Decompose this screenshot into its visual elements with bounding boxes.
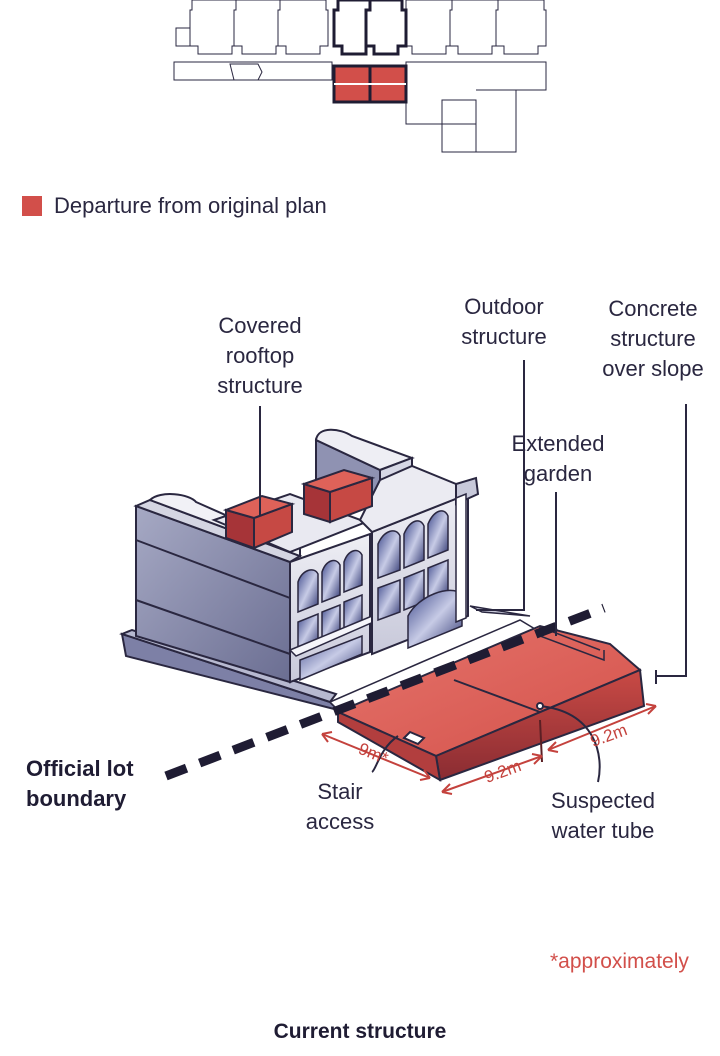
red-extension — [335, 624, 646, 782]
lot-boundary-line — [164, 603, 606, 781]
label-official-lot-boundary: Official lot boundary — [26, 756, 134, 811]
label-covered-rooftop: Covered rooftop structure — [217, 313, 303, 398]
dimension-arrows — [321, 703, 657, 795]
label-suspected-water-tube: Suspected water tube — [551, 788, 655, 843]
right-block-windows — [377, 492, 467, 650]
left-block-windows — [288, 549, 380, 682]
rooftop-structures-red — [222, 468, 376, 550]
leader-lines — [259, 360, 687, 783]
legend-label: Departure from original plan — [54, 193, 327, 218]
label-extended-garden: Extended garden — [511, 431, 605, 486]
legend-swatch — [22, 196, 42, 216]
label-concrete-structure: Concrete structure over slope — [602, 296, 704, 381]
label-outdoor-structure: Outdoor structure — [461, 294, 547, 349]
footnote: *approximately — [550, 950, 689, 973]
caption: Current structure — [273, 1020, 447, 1043]
site-plan-map — [173, 0, 547, 153]
legend: Departure from original plan — [22, 193, 327, 219]
label-stair-access: Stair access — [305, 779, 375, 834]
